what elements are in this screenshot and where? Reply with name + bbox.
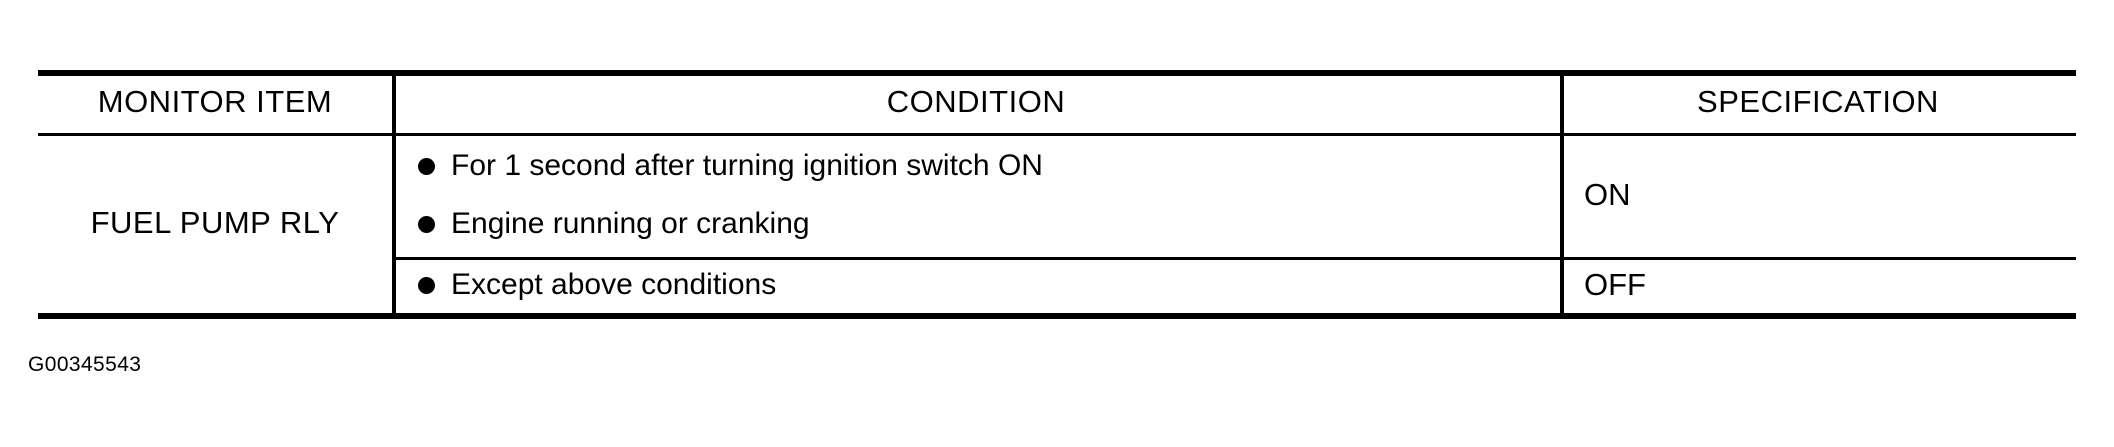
column-header-monitor-item: MONITOR ITEM: [38, 70, 392, 133]
bullet-dot-icon: [418, 215, 435, 233]
column-divider-two: [1560, 70, 1564, 319]
table-body: FUEL PUMP RLY For 1 second after turning…: [38, 133, 2076, 313]
condition-list-off: Except above conditions: [418, 270, 1550, 300]
table-header-rule: [38, 133, 2076, 136]
table-row-separator: [392, 257, 2076, 260]
cell-specification-on: ON: [1560, 133, 2076, 257]
list-item: Engine running or cranking: [418, 209, 1550, 239]
cell-condition-on: For 1 second after turning ignition swit…: [392, 133, 1560, 257]
condition-text: Except above conditions: [451, 268, 777, 301]
bullet-dot-icon: [418, 157, 435, 175]
header-row: MONITOR ITEM CONDITION SPECIFICATION: [38, 70, 2076, 133]
condition-list-on: For 1 second after turning ignition swit…: [418, 151, 1550, 239]
table-row: Except above conditions OFF: [38, 257, 2076, 313]
cell-condition-off: Except above conditions: [392, 257, 1560, 313]
table-top-rule: [38, 70, 2076, 76]
table-header: MONITOR ITEM CONDITION SPECIFICATION: [38, 70, 2076, 133]
monitor-specification-table: MONITOR ITEM CONDITION SPECIFICATION FUE…: [38, 70, 2076, 313]
cell-specification-off: OFF: [1560, 257, 2076, 313]
bullet-dot-icon: [418, 276, 435, 294]
condition-text: Engine running or cranking: [451, 207, 810, 240]
column-header-specification: SPECIFICATION: [1560, 70, 2076, 133]
table-row: FUEL PUMP RLY For 1 second after turning…: [38, 133, 2076, 313]
figure-caption: G00345543: [28, 353, 142, 376]
list-item: Except above conditions: [418, 270, 1550, 300]
cell-monitor-item-value: FUEL PUMP RLY: [38, 133, 392, 313]
column-divider-one: [392, 70, 396, 319]
column-header-condition: CONDITION: [392, 70, 1560, 133]
list-item: For 1 second after turning ignition swit…: [418, 151, 1550, 181]
table-bottom-rule: [38, 313, 2076, 319]
condition-text: For 1 second after turning ignition swit…: [451, 149, 1043, 182]
